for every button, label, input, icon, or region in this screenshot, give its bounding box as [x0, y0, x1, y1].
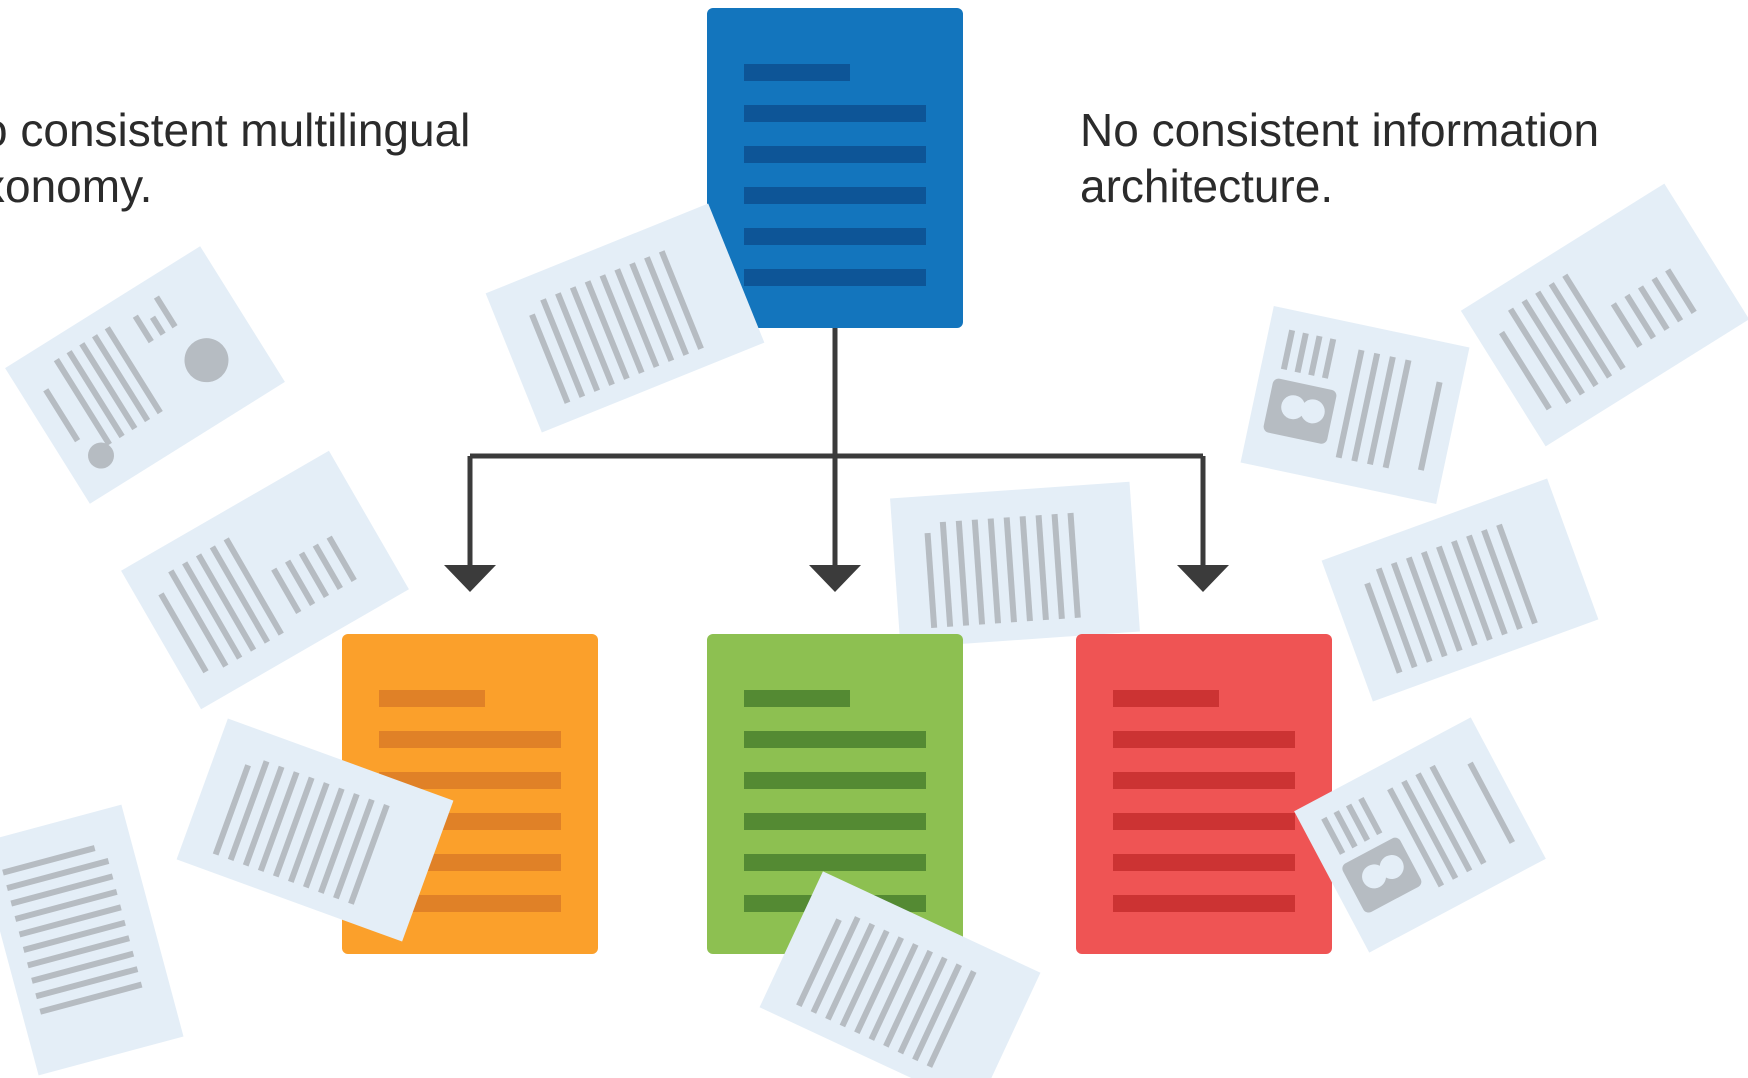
root-document-icon [707, 8, 963, 328]
arrowhead-icon [809, 565, 861, 592]
loose-paper-icon [890, 481, 1140, 649]
caption-multilingual-taxonomy: o consistent multilingual xonomy. [0, 104, 471, 212]
arrowhead-icon [1177, 565, 1229, 592]
connector [467, 325, 1206, 570]
red-document-icon [1076, 634, 1332, 954]
arrowhead-icon [444, 565, 496, 592]
loose-paper-icon [1460, 183, 1748, 447]
loose-paper-icon [5, 246, 285, 504]
loose-paper-icon [1321, 478, 1599, 702]
loose-paper-icon [1240, 305, 1470, 505]
loose-paper-icon [0, 804, 184, 1076]
caption-information-architecture: No consistent information architecture. [1080, 104, 1600, 212]
